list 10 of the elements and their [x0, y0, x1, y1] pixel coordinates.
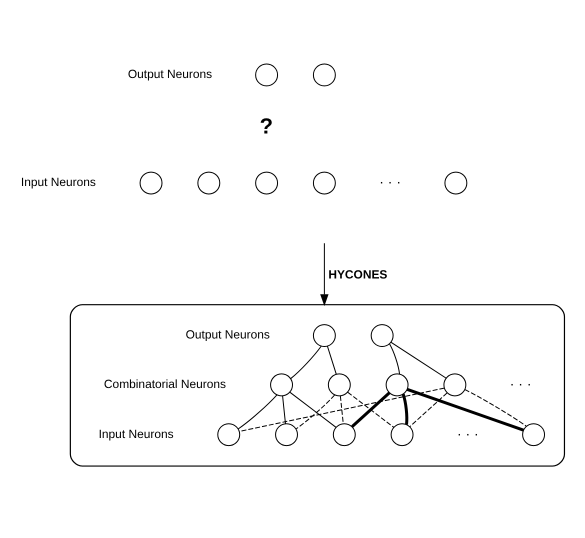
- label: ?: [260, 113, 274, 138]
- label: · · ·: [456, 425, 479, 442]
- node-label: Input Neurons: [20, 175, 96, 190]
- label: · · ·: [379, 174, 401, 190]
- edge-label: HYCONES: [328, 267, 388, 282]
- node-label: Output Neurons: [186, 328, 270, 342]
- label: · · ·: [510, 376, 532, 392]
- node-label: Output Neurons: [128, 67, 212, 82]
- node-label: Input Neurons: [98, 426, 174, 441]
- node-label: Combinatorial Neurons: [104, 376, 226, 391]
